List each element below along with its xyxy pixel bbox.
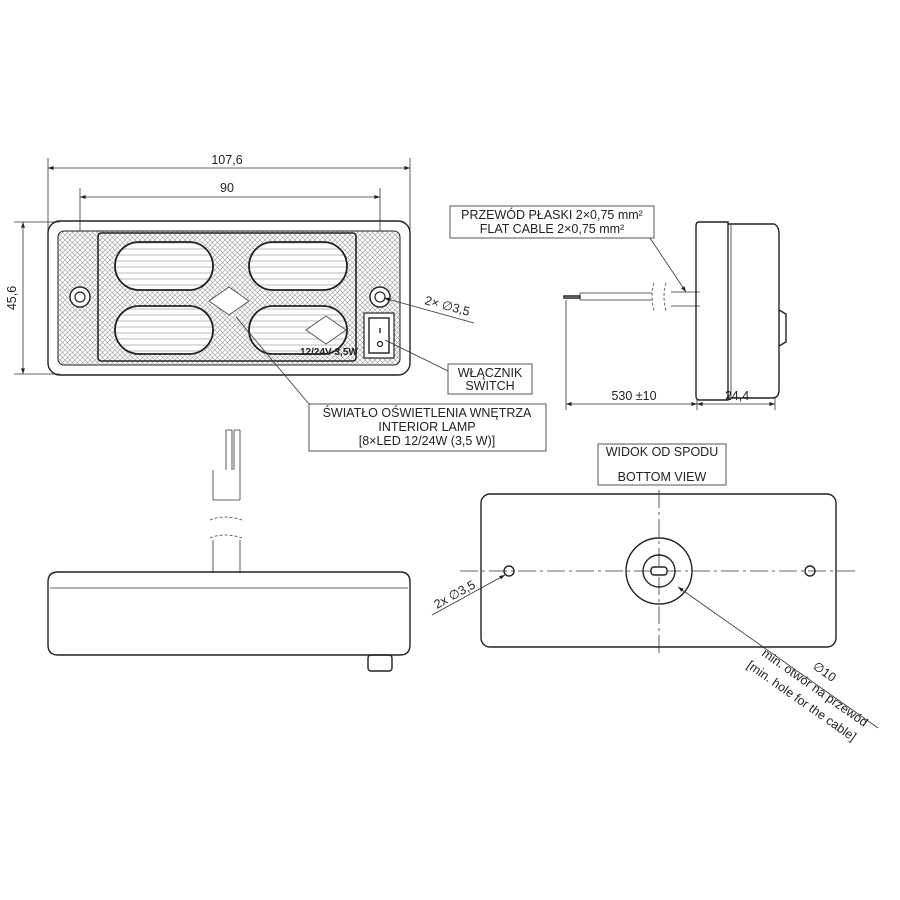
mounting-hole <box>503 565 515 577</box>
interior-lamp-label: ŚWIATŁO OŚWIETLENIA WNĘTRZA INTERIOR LAM… <box>308 403 547 452</box>
bottom-view-title-en: BOTTOM VIEW <box>618 470 707 484</box>
mounting-hole-left <box>69 286 91 308</box>
side-view: PRZEWÓD PŁASKI 2×0,75 mm² FLAT CABLE 2×0… <box>449 205 787 410</box>
dim-height: 45,6 <box>5 286 19 310</box>
mounting-hole <box>804 565 816 577</box>
dim-cable-length: 530 ±10 <box>611 389 656 403</box>
dim-overall-width: 107,6 <box>211 153 242 167</box>
hole-callout: 2× ∅3,5 <box>423 293 471 318</box>
front-view: 107,6 90 45,6 12/24V 3,5W <box>5 153 475 376</box>
diamond-marking <box>208 286 250 316</box>
led-window <box>114 305 214 355</box>
bottom-view: WIDOK OD SPODU BOTTOM VIEW 2x ∅3,5 ∅10 m… <box>432 443 879 744</box>
cable-grommet <box>625 537 693 605</box>
led-window <box>114 241 214 291</box>
bottom-hole-callout: 2x ∅3,5 <box>432 578 478 612</box>
switch-label-en: SWITCH <box>465 379 514 393</box>
switch-label: WŁĄCZNIK SWITCH <box>447 363 533 395</box>
lens-marking: 12/24V 3,5W <box>300 347 358 358</box>
rocker-switch <box>363 312 395 359</box>
lamp-label-pl: ŚWIATŁO OŚWIETLENIA WNĘTRZA <box>323 405 532 420</box>
cable-label-pl: PRZEWÓD PŁASKI 2×0,75 mm² <box>461 207 643 222</box>
switch-label-pl: WŁĄCZNIK <box>458 366 523 380</box>
bottom-view-title-pl: WIDOK OD SPODU <box>606 445 719 459</box>
dim-hole-spacing: 90 <box>220 181 234 195</box>
profile-view <box>47 429 411 672</box>
cable-label-en: FLAT CABLE 2×0,75 mm² <box>480 222 624 236</box>
mounting-hole-right <box>369 286 391 308</box>
lamp-label-spec: [8×LED 12/24W (3,5 W)] <box>359 434 496 448</box>
lamp-housing <box>47 220 411 376</box>
lamp-label-en: INTERIOR LAMP <box>378 420 475 434</box>
led-window <box>248 241 348 291</box>
dim-depth: 24,4 <box>725 389 749 403</box>
